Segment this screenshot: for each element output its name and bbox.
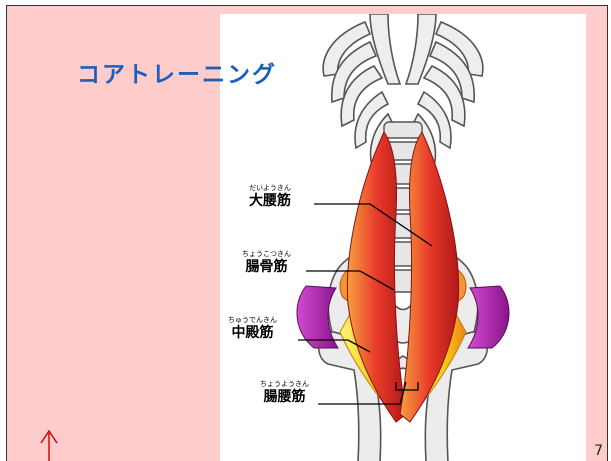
slide-title: コアトレーニング	[77, 55, 277, 89]
slide: だいようきん 大腰筋 ちょうこつきん 腸骨筋 ちゅうでんきん 中殿筋 ちょうよう…	[6, 5, 608, 461]
label-name: 腸腰筋	[260, 389, 309, 405]
label-iliacus: ちょうこつきん 腸骨筋	[242, 250, 291, 275]
label-name: 大腰筋	[249, 193, 291, 209]
label-name: 中殿筋	[228, 325, 277, 341]
label-gluteus-medius: ちゅうでんきん 中殿筋	[228, 316, 277, 341]
arrow-up-icon	[37, 427, 61, 461]
label-ruby: だいようきん	[249, 184, 291, 193]
label-psoas-major: だいようきん 大腰筋	[249, 184, 291, 209]
label-ruby: ちょうこつきん	[242, 250, 291, 259]
label-iliopsoas: ちょうようきん 腸腰筋	[260, 380, 309, 405]
page-number: 7	[594, 443, 603, 459]
label-ruby: ちゅうでんきん	[228, 316, 277, 325]
label-ruby: ちょうようきん	[260, 380, 309, 389]
label-name: 腸骨筋	[242, 259, 291, 275]
